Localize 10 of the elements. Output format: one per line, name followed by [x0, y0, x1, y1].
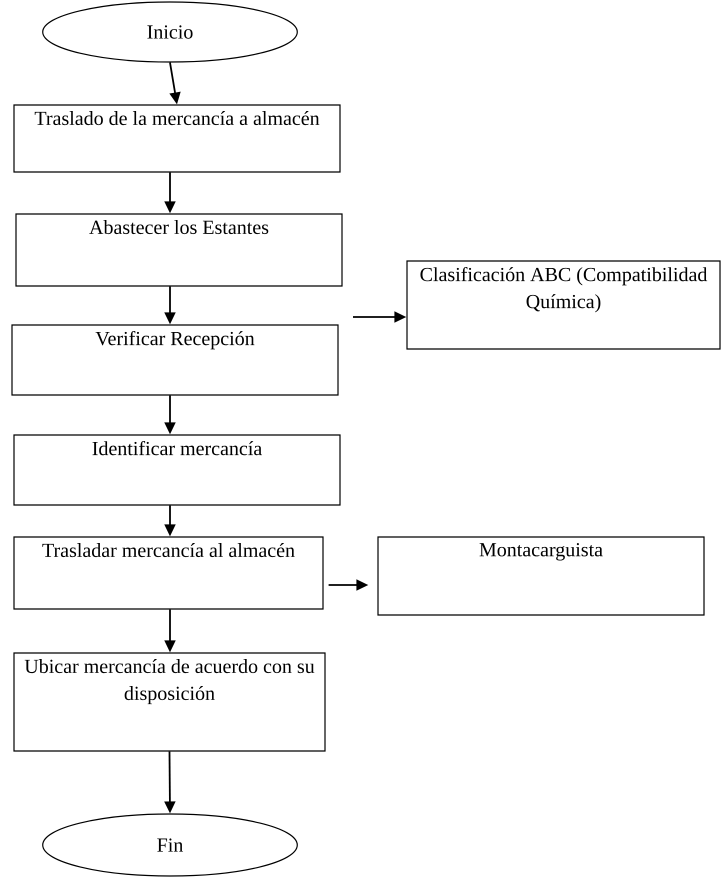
terminal-oval: Fin	[42, 813, 298, 877]
process-box: Trasladar mercancía al almacén	[13, 536, 324, 610]
terminal-oval: Inicio	[42, 1, 298, 63]
process-box: Abastecer los Estantes	[15, 213, 343, 287]
process-box: Montacarguista	[377, 536, 705, 616]
process-box: Traslado de la mercancía a almacén	[13, 104, 341, 173]
process-box: Identificar mercancía	[13, 434, 341, 506]
process-box: Clasificación ABC (Compatibilidad Química)	[406, 260, 721, 350]
process-box: Verificar Recepción	[11, 324, 339, 396]
process-box: Ubicar mercancía de acuerdo con su disposición	[13, 652, 326, 752]
